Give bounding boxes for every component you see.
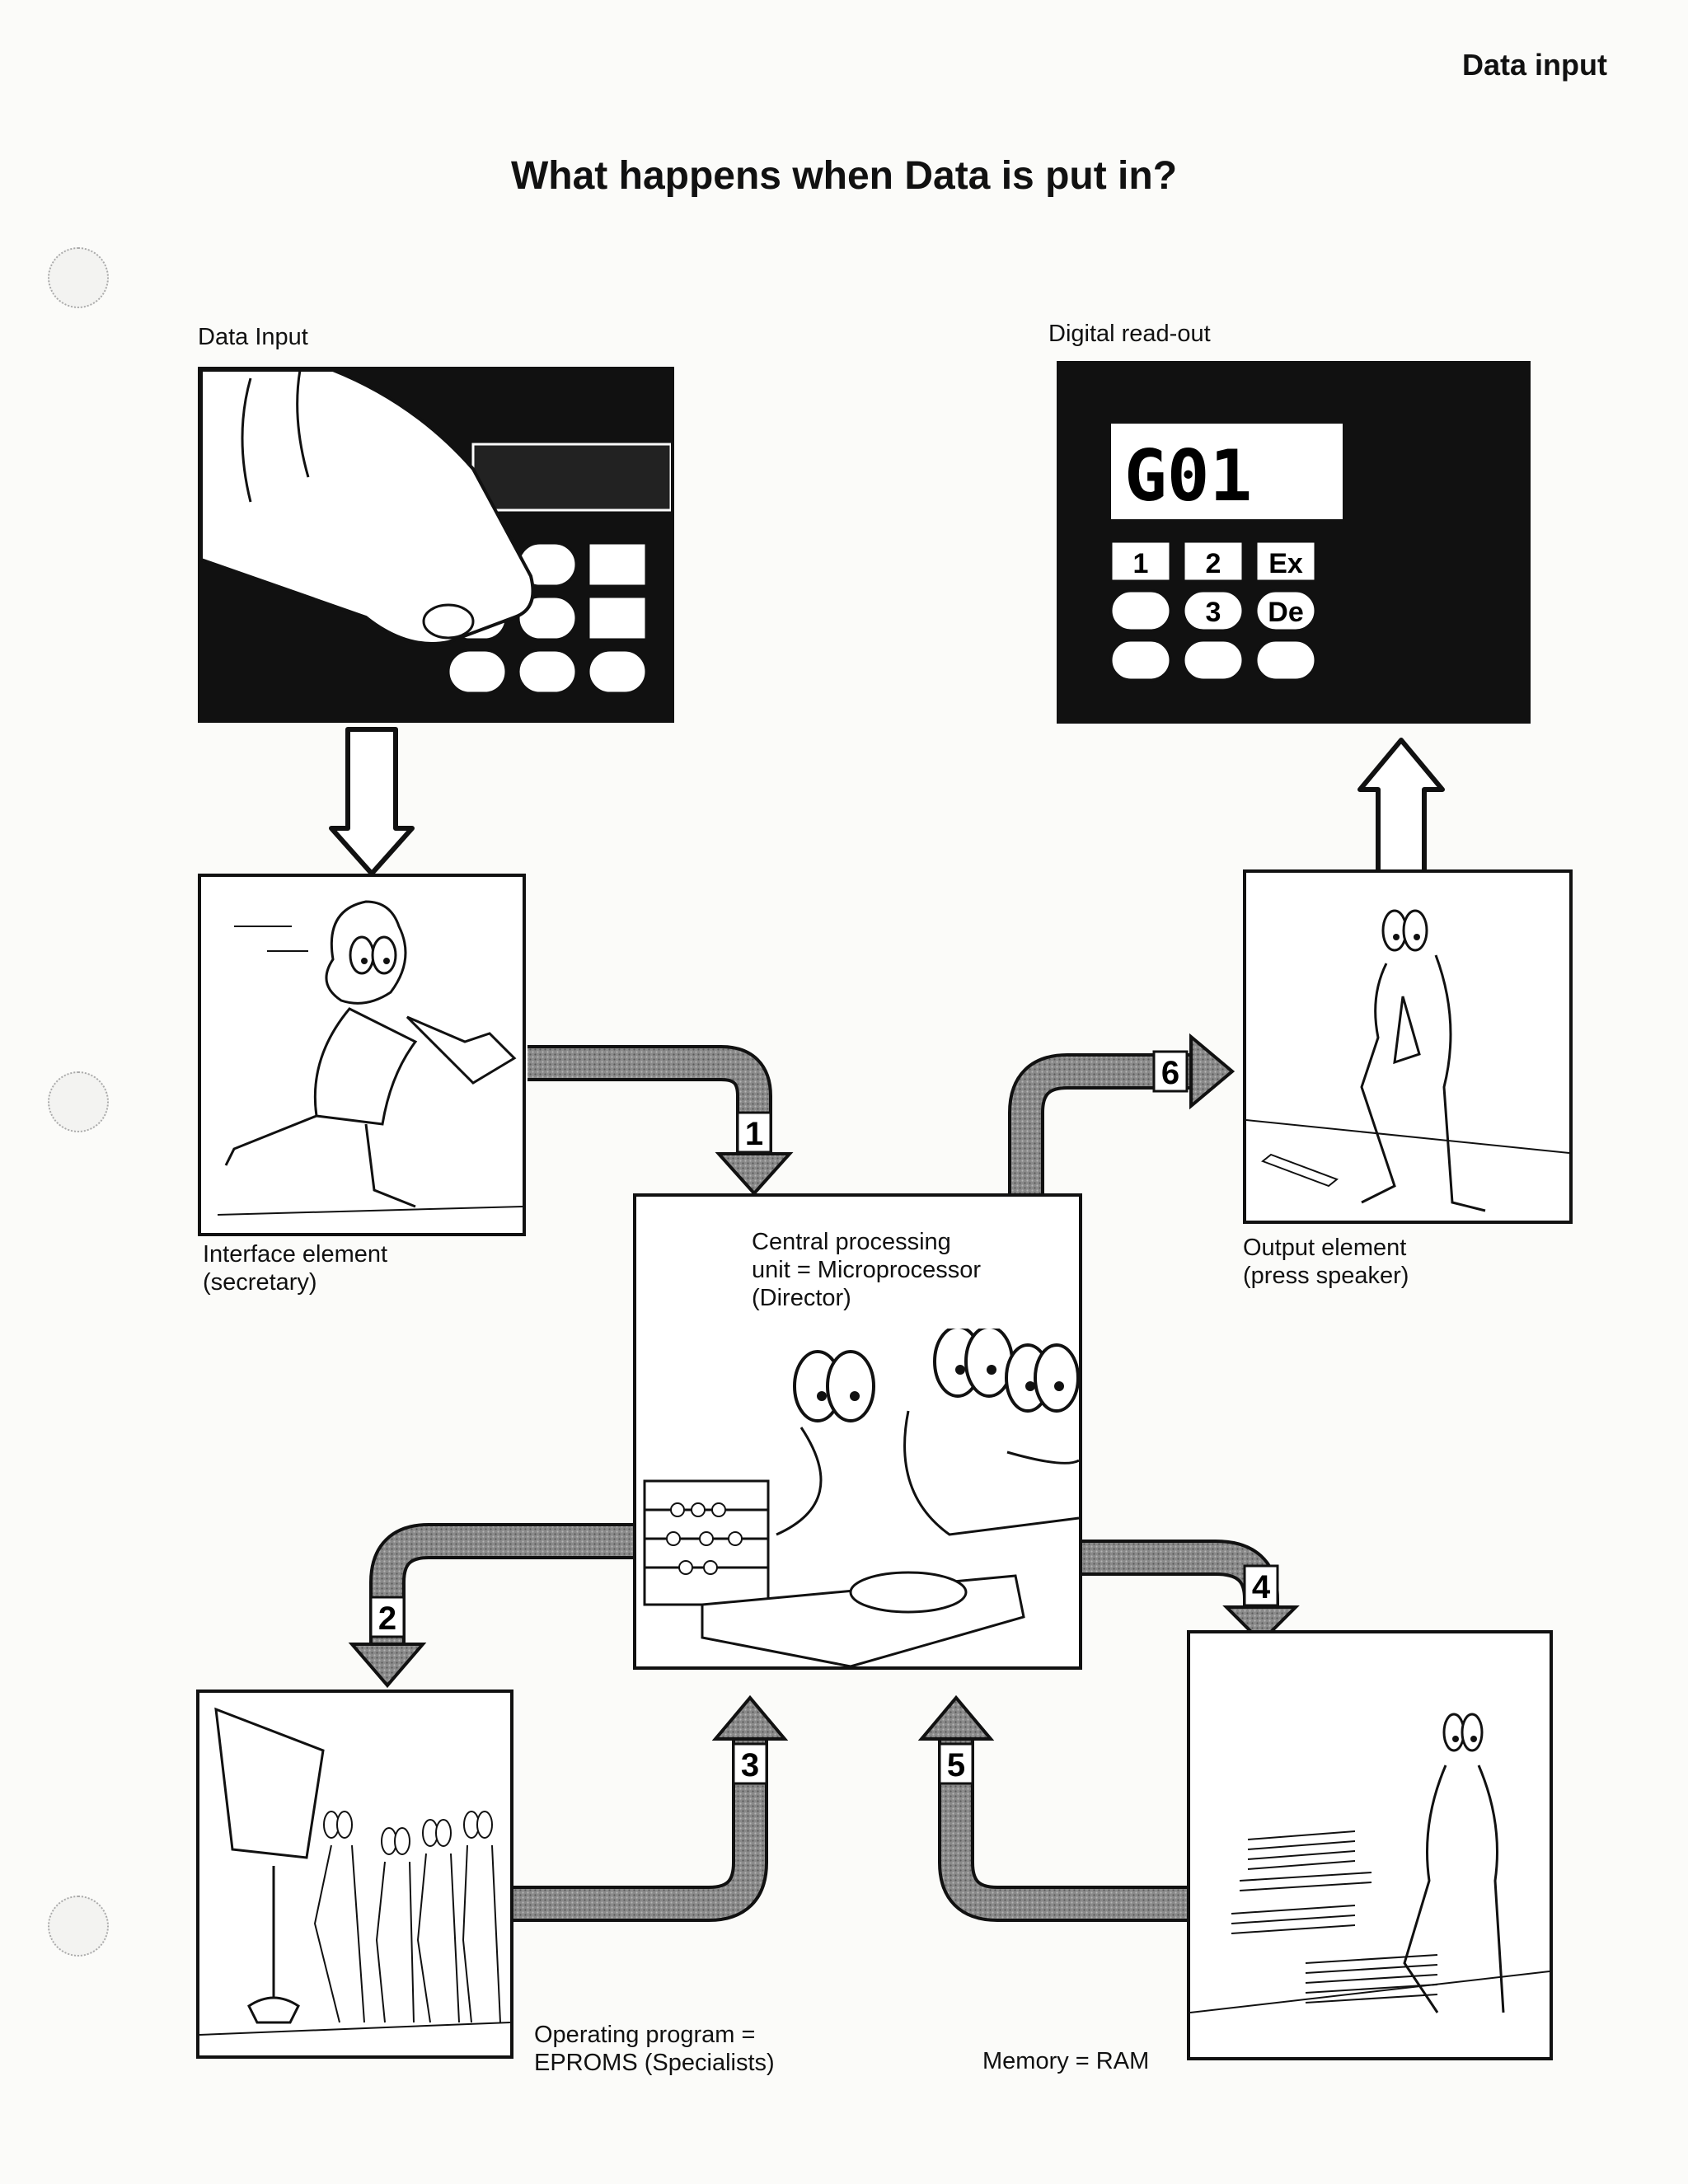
readout-key-ex: Ex [1268, 548, 1303, 579]
cpu-caption: Central processing unit = Microprocessor… [752, 1229, 982, 1311]
flow-arrow-5 [917, 1694, 1191, 1922]
flow-arrow-2 [348, 1523, 647, 1689]
digital-readout-panel: G01 1 2 Ex 3 De [1057, 361, 1531, 724]
punch-hole-top [48, 247, 109, 308]
digital-readout-label: Digital read-out [1048, 321, 1211, 347]
step-6-label: 6 [1161, 1055, 1179, 1091]
step-badges: 1 2 3 4 5 6 [369, 1050, 1279, 1785]
memory-caption: Memory = RAM [982, 2048, 1150, 2074]
step-5-label: 5 [947, 1747, 965, 1783]
readout-key-1: 1 [1133, 548, 1149, 579]
step-2-label: 2 [378, 1601, 396, 1637]
specialists-illustration [199, 1707, 510, 2036]
data-input-label: Data Input [198, 324, 308, 350]
flow-arrow-3 [511, 1694, 789, 1922]
punch-hole-middle [48, 1071, 109, 1132]
readout-device-illustration: G01 1 2 Ex 3 De [1108, 420, 1346, 682]
step-4-label: 4 [1252, 1569, 1271, 1605]
hand-keypad-illustration [201, 370, 671, 695]
interface-element-caption: Interface element (secretary) [203, 1241, 388, 1296]
page-title: What happens when Data is put in? [510, 154, 1178, 198]
readout-key-de: De [1268, 597, 1303, 628]
flow-arrow-6 [1008, 1033, 1236, 1203]
memory-clerk-illustration [1190, 1713, 1550, 2013]
interface-element-panel [198, 874, 526, 1236]
press-speaker-illustration [1246, 909, 1569, 1212]
arrow-output-to-readout [1357, 738, 1445, 874]
secretary-illustration [217, 900, 523, 1216]
section-label: Data input [1462, 48, 1607, 82]
operating-program-caption: Operating program = EPROMS (Specialists) [534, 2022, 775, 2076]
output-element-caption: Output element (press speaker) [1243, 1235, 1409, 1289]
arrow-input-to-interface [329, 727, 415, 876]
readout-key-3: 3 [1206, 597, 1221, 628]
operating-program-panel [196, 1690, 513, 2059]
readout-key-2: 2 [1206, 548, 1221, 579]
step-1-label: 1 [745, 1116, 763, 1152]
punch-hole-bottom [48, 1896, 109, 1957]
director-illustration [643, 1329, 1079, 1666]
step-3-label: 3 [741, 1747, 759, 1783]
cpu-panel: Central processing unit = Microprocessor… [633, 1193, 1082, 1670]
output-element-panel [1243, 869, 1573, 1224]
memory-panel [1187, 1630, 1553, 2060]
data-input-panel [198, 367, 674, 723]
flow-arrow-1 [528, 1045, 794, 1196]
readout-display-value: G01 [1124, 435, 1252, 518]
